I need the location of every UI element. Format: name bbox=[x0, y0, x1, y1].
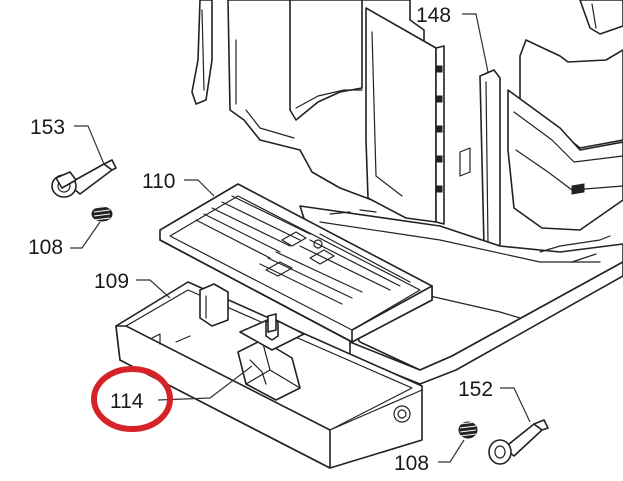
callout-109: 109 bbox=[94, 270, 129, 293]
part-148-pin bbox=[479, 69, 501, 257]
callout-153: 153 bbox=[30, 116, 65, 139]
callout-108-upper: 108 bbox=[28, 236, 63, 259]
callout-108-lower: 108 bbox=[394, 452, 429, 475]
highlight-circle bbox=[91, 366, 173, 432]
door-panel bbox=[365, 7, 471, 225]
callout-labels: 148 153 110 108 109 114 152 108 bbox=[28, 4, 493, 475]
callout-148: 148 bbox=[416, 4, 451, 27]
callout-114: 114 bbox=[110, 390, 144, 413]
part-153-clip bbox=[51, 159, 117, 198]
right-tank-assembly bbox=[507, 0, 623, 231]
part-108-spring-lower bbox=[458, 421, 478, 439]
part-114-float-lever bbox=[237, 313, 305, 401]
part-110-drip-grid bbox=[159, 183, 433, 343]
callout-110: 110 bbox=[142, 170, 175, 193]
leader-lines bbox=[70, 13, 531, 463]
part-108-spring-upper bbox=[91, 205, 113, 222]
part-152-clip bbox=[488, 419, 549, 465]
callout-152: 152 bbox=[458, 378, 493, 401]
